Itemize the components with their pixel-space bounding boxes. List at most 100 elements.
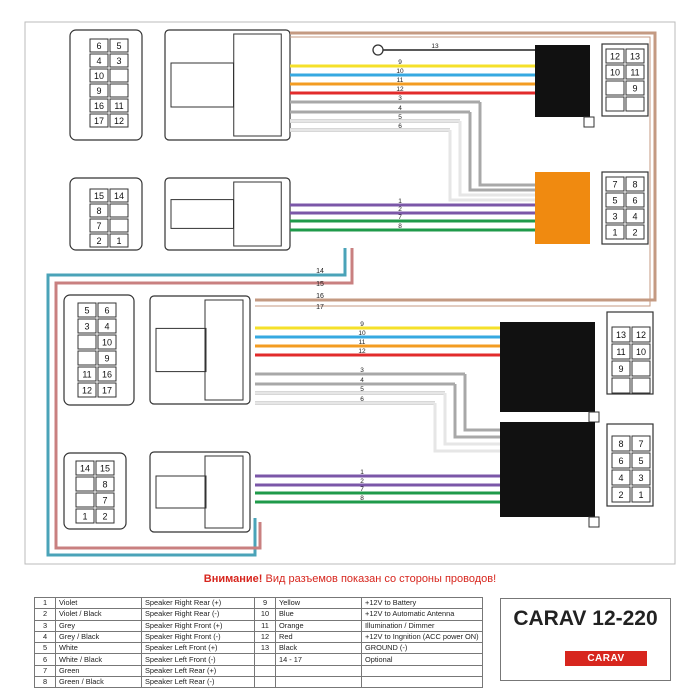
legend-cell: Speaker Right Front (+): [141, 619, 255, 632]
pin-cell: [109, 188, 129, 203]
pin-number: 8: [632, 180, 637, 190]
pin-cell: [611, 469, 631, 486]
wire-label: 10: [396, 68, 404, 75]
pin-cell: [95, 460, 115, 476]
wire-low-bend-1: [453, 384, 500, 439]
pin-cell: [611, 377, 631, 394]
warning-prefix: Внимание!: [203, 573, 263, 585]
pin-cell: [95, 476, 115, 492]
pin-number: 12: [610, 52, 620, 62]
pin-cell: [631, 469, 651, 486]
pin-number: 1: [82, 512, 87, 522]
pin-cell: [631, 377, 651, 394]
pin-cell: [109, 83, 129, 98]
pin-cell: [625, 48, 645, 64]
legend-cell: [254, 653, 276, 666]
wire-label: 7: [360, 486, 364, 493]
legend-cell: [254, 676, 276, 689]
pin-cell: [611, 360, 631, 377]
pin-cell: [97, 302, 117, 318]
pin-number: 13: [630, 52, 640, 62]
pin-cell: [109, 53, 129, 68]
wire-label: 9: [398, 59, 402, 66]
legend-cell: Yellow: [275, 596, 362, 610]
plug-body: [149, 451, 251, 533]
wire-label: 12: [396, 86, 404, 93]
legend-cell: [275, 664, 362, 678]
right-bot-shell: [606, 423, 654, 507]
pin-number: 2: [618, 490, 623, 500]
iso-speaker-plug: [535, 172, 590, 244]
pin-number: 5: [116, 41, 121, 51]
pin-cell: [75, 476, 95, 492]
wire-label: 3: [360, 367, 364, 374]
wire-label-16: 16: [316, 293, 324, 300]
right-top-shell: [601, 43, 649, 117]
plug-latch: [588, 411, 600, 423]
pin-cell: [631, 343, 651, 360]
legend-cell: Optional: [361, 653, 483, 666]
wire-label: 5: [360, 386, 364, 393]
plug-pin-block: [233, 33, 282, 137]
pin-cell: [611, 343, 631, 360]
pin-number: 7: [96, 221, 101, 231]
pin-number: 3: [638, 473, 643, 483]
legend-cell: [361, 664, 483, 678]
wire-label: 6: [360, 396, 364, 403]
plug-black-body: [500, 322, 595, 412]
wire-label: 9: [360, 321, 364, 328]
pin-cell: [605, 96, 625, 112]
pin-cell: [95, 508, 115, 524]
pin-cell: [625, 208, 645, 224]
pin-cell: [97, 366, 117, 382]
pin-number: 5: [84, 306, 89, 316]
wire-label: 11: [359, 339, 366, 346]
wire-label: 10: [358, 330, 366, 337]
plug-latch: [155, 327, 207, 373]
pin-number: 7: [102, 496, 107, 506]
wire-label: 11: [397, 77, 404, 84]
plug-latch: [583, 116, 595, 128]
pin-number: 8: [96, 206, 101, 216]
legend-cell: Grey: [55, 619, 142, 632]
plug-pin-block: [233, 181, 282, 247]
pin-number: 10: [94, 71, 104, 81]
harness-plug-d: [149, 451, 251, 533]
pin-number: 5: [612, 196, 617, 206]
legend-cell: 2: [34, 608, 56, 621]
pin-cell: [97, 334, 117, 350]
pin-number: 14: [80, 464, 90, 474]
pin-cell: [605, 48, 625, 64]
pin-cell: [631, 435, 651, 452]
pin-number: 17: [102, 386, 112, 396]
legend-cell: 4: [34, 630, 56, 644]
pin-number: 11: [114, 101, 123, 111]
wire-low-bend-2: [443, 393, 500, 446]
right-mid-shell: [606, 311, 654, 395]
legend-cell: 6: [34, 653, 56, 666]
legend-cell: 11: [254, 619, 276, 632]
pin-cell: [611, 486, 631, 503]
pin-cell: [625, 64, 645, 80]
ground-ring-terminal: [372, 44, 384, 56]
connector-d-shell: [63, 452, 127, 530]
pin-cell: [89, 83, 109, 98]
wire-label: 1: [398, 198, 402, 205]
legend-cell: White: [55, 642, 142, 655]
plug-latch: [588, 516, 600, 528]
wire-label-15: 15: [316, 281, 324, 288]
harness-plug-a: [164, 29, 291, 141]
wire-bend-0: [478, 102, 535, 187]
plug-black-body: [535, 45, 590, 117]
right-iso-shell: [601, 171, 649, 245]
legend-cell: Speaker Right Rear (+): [141, 596, 255, 610]
wire-label-14: 14: [316, 268, 324, 275]
pin-number: 3: [612, 212, 617, 222]
legend-cell: Green / Black: [55, 676, 142, 689]
legend-cell: 14 - 17: [275, 653, 362, 666]
legend-cell: [254, 664, 276, 678]
pin-cell: [625, 176, 645, 192]
wire-bend-1: [468, 112, 535, 192]
